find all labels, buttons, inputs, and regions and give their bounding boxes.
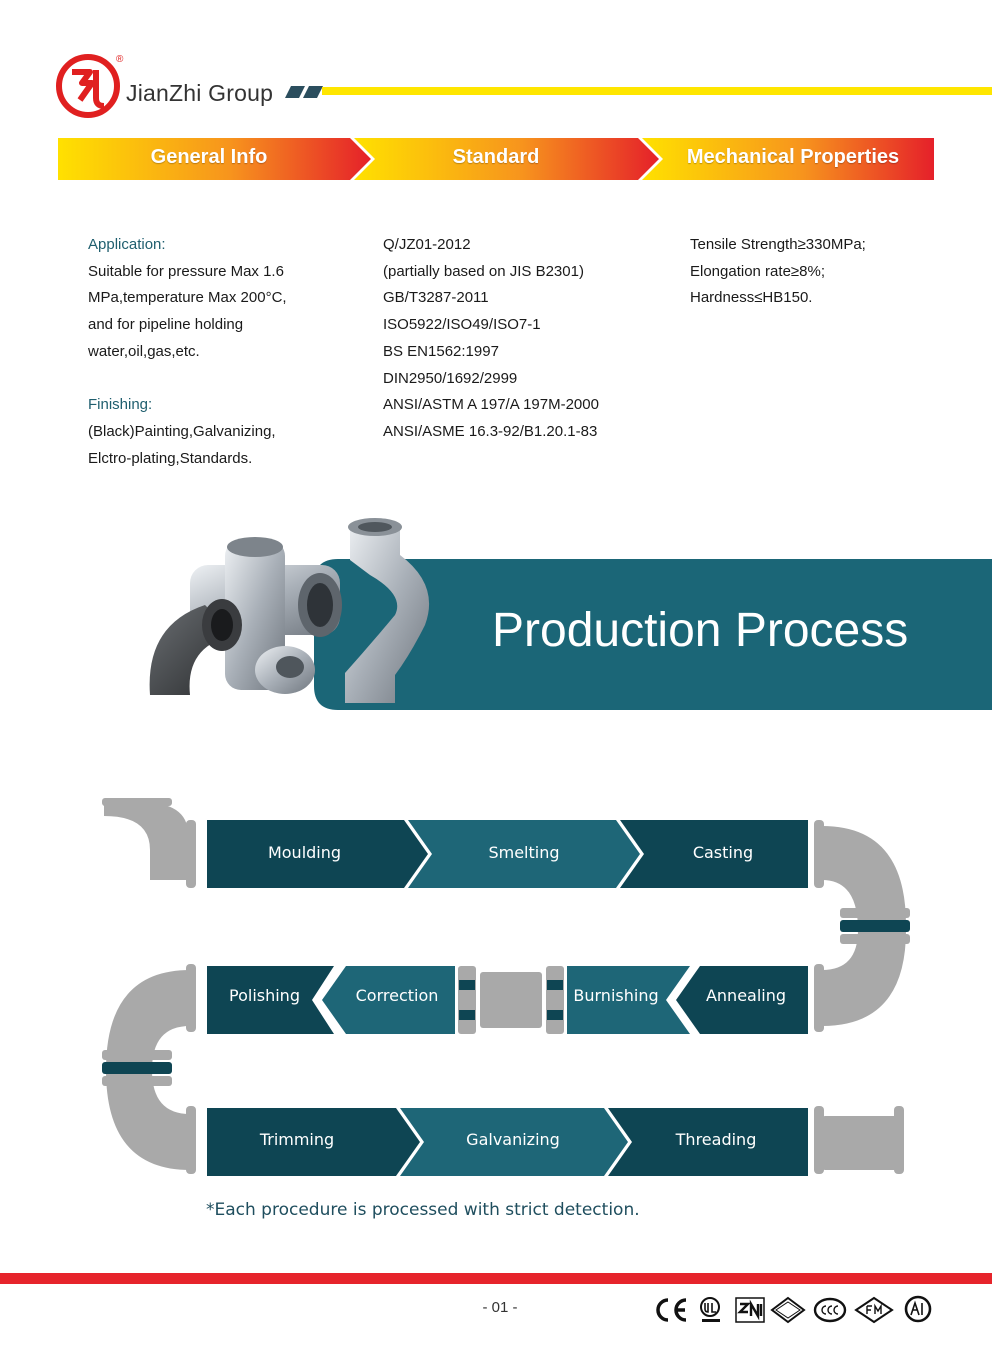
step-correction-bg	[322, 966, 455, 1034]
step-casting: Casting	[692, 843, 754, 862]
fm-approved-icon	[854, 1296, 894, 1324]
production-process-title: Production Process	[492, 604, 909, 657]
mechanical-column: Tensile Strength≥330MPa; Elongation rate…	[690, 232, 866, 312]
tab-general-info: General Info	[150, 146, 268, 168]
step-trimming: Trimming	[259, 1130, 335, 1149]
banner-shape	[314, 559, 992, 710]
step-annealing: Annealing	[705, 986, 787, 1005]
general-info-column: Application: Suitable for pressure Max 1…	[88, 232, 287, 472]
finishing-line: (Black)Painting,Galvanizing,	[88, 422, 276, 440]
detection-note: *Each procedure is processed with strict…	[206, 1200, 640, 1220]
standard-line: DIN2950/1692/2999	[383, 369, 518, 387]
ul-listed-icon	[700, 1297, 720, 1322]
standard-line: ANSI/ASME 16.3-92/B1.20.1-83	[383, 422, 598, 440]
pipe-graphics	[102, 798, 910, 1174]
ccc-icon	[813, 1297, 847, 1323]
tab-standard-bg	[354, 138, 659, 180]
step-moulding: Moulding	[267, 843, 342, 862]
pipe-fittings-photo-icon	[149, 518, 430, 703]
pipe-elbow-left	[106, 970, 190, 1070]
page-number: - 01 -	[482, 1299, 518, 1316]
application-line: Suitable for pressure Max 1.6	[88, 262, 284, 280]
standard-line: Q/JZ01-2012	[383, 236, 471, 253]
ce-mark-icon	[656, 1298, 687, 1322]
step-moulding-bg	[207, 820, 428, 888]
step-threading: Threading	[675, 1130, 757, 1149]
standard-line: GB/T3287-2011	[383, 289, 489, 307]
tab-standard: Standard	[452, 146, 540, 168]
standard-line: BS EN1562:1997	[383, 342, 499, 360]
tse-icon	[770, 1296, 806, 1324]
tab-mechanical-bg	[642, 138, 934, 180]
finishing-label: Finishing:	[88, 396, 153, 414]
mechanical-line: Hardness≤HB150.	[690, 289, 813, 307]
jianzhi-logo-icon: ®	[56, 54, 124, 118]
step-threading-bg	[608, 1108, 808, 1176]
pipe-elbow-top-left	[104, 802, 188, 880]
standard-line: ANSI/ASTM A 197/A 197M-2000	[383, 396, 599, 414]
sni-icon	[735, 1297, 765, 1323]
process-flow-diagram	[102, 798, 910, 1176]
header-yellow-line	[322, 87, 992, 95]
step-trimming-bg	[207, 1108, 420, 1176]
pipe-elbow-right	[822, 826, 906, 930]
application-line: MPa,temperature Max 200°C,	[88, 289, 287, 307]
step-casting-bg	[620, 820, 808, 888]
step-burnishing: Burnishing	[573, 986, 659, 1005]
standard-column: Q/JZ01-2012 (partially based on JIS B230…	[383, 232, 599, 446]
step-polishing-bg	[207, 966, 334, 1034]
footer-red-bar	[0, 1273, 992, 1284]
step-polishing: Polishing	[229, 986, 300, 1005]
tab-mechanical-properties: Mechanical Properties	[686, 146, 900, 168]
production-banner	[149, 518, 992, 710]
step-correction: Correction	[355, 986, 439, 1005]
certification-icons	[656, 1295, 932, 1324]
standard-line: (partially based on JIS B2301)	[383, 262, 584, 280]
aenor-icon	[904, 1295, 932, 1323]
section-tab-banner	[58, 138, 934, 180]
step-galvanizing-bg	[400, 1108, 628, 1176]
step-smelting: Smelting	[488, 843, 560, 862]
pipe-coupling-middle	[480, 972, 542, 1028]
slash-decoration-icon	[285, 86, 323, 98]
finishing-line: Elctro-plating,Standards.	[88, 449, 253, 467]
step-smelting-bg	[408, 820, 640, 888]
tab-general-info-bg	[58, 138, 371, 180]
step-annealing-bg	[676, 966, 808, 1034]
brand-name: JianZhi Group	[126, 80, 274, 106]
application-line: and for pipeline holding	[88, 316, 244, 334]
mechanical-line: Elongation rate≥8%;	[690, 262, 825, 280]
step-burnishing-bg	[567, 966, 690, 1034]
registered-mark: ®	[116, 54, 124, 65]
step-galvanizing: Galvanizing	[466, 1130, 560, 1149]
mechanical-line: Tensile Strength≥330MPa;	[690, 236, 866, 253]
pipe-end-bottom-right	[822, 1116, 898, 1170]
application-line: water,oil,gas,etc.	[88, 342, 200, 360]
standard-line: ISO5922/ISO49/ISO7-1	[383, 316, 541, 334]
application-label: Application:	[88, 236, 166, 253]
